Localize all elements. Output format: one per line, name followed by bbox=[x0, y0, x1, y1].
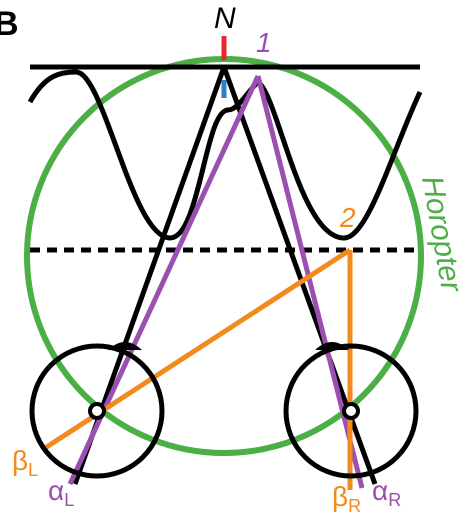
right-eye-center bbox=[342, 402, 360, 420]
horopter-circle bbox=[24, 56, 424, 456]
alpha-right-label: αR bbox=[372, 475, 401, 510]
purple-line-right bbox=[255, 75, 365, 489]
left-eye bbox=[29, 342, 165, 479]
wave-curve bbox=[27, 69, 423, 241]
purple-line-left bbox=[67, 74, 261, 486]
alpha-left-label: αL bbox=[48, 475, 74, 510]
beta-right-label: βR bbox=[332, 481, 361, 516]
point-1-label: 1 bbox=[256, 27, 272, 58]
nose-label: N bbox=[214, 2, 236, 35]
panel-label: B bbox=[0, 5, 19, 43]
orange-line-left bbox=[40, 247, 352, 453]
right-eye bbox=[283, 342, 419, 479]
beta-left-label: βL bbox=[12, 445, 38, 480]
left-eye-center bbox=[88, 402, 106, 420]
point-2-label: 2 bbox=[339, 202, 356, 233]
